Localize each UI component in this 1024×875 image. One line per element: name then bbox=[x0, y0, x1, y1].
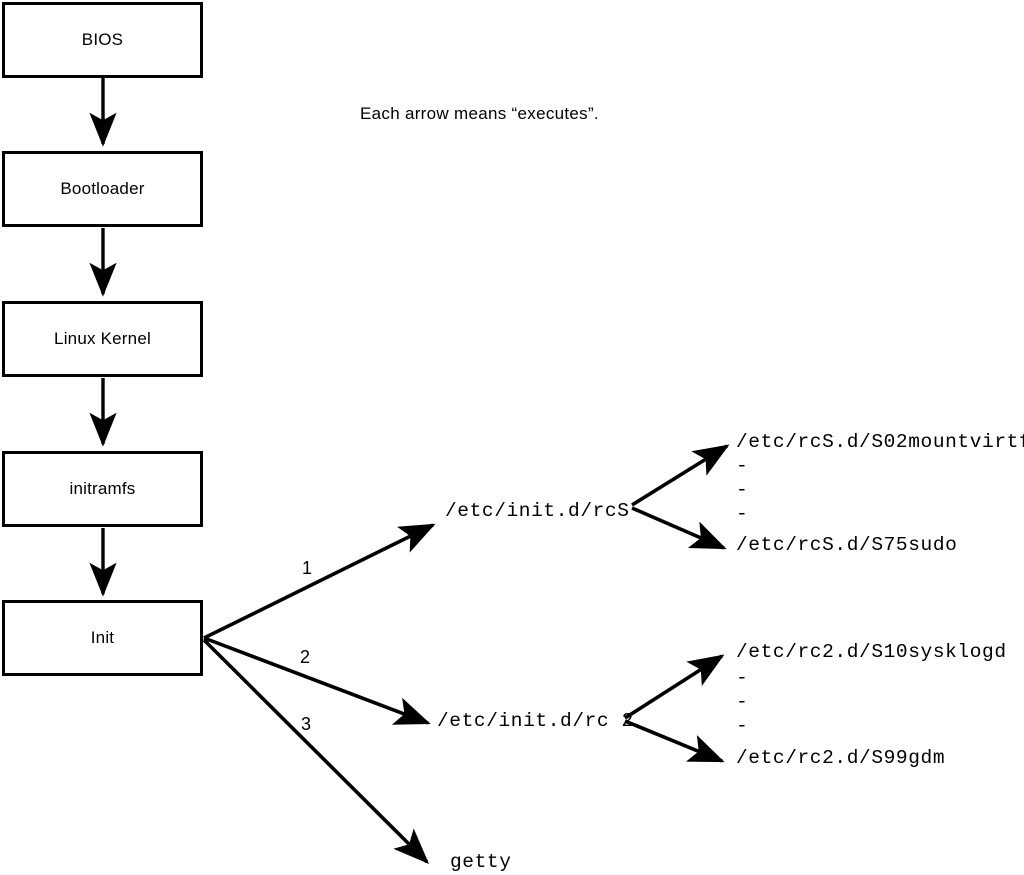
label-init-d-rc2[interactable]: /etc/init.d/rc 2 bbox=[437, 710, 634, 732]
label-rc2-last-script[interactable]: /etc/rc2.d/S99gdm bbox=[736, 747, 946, 769]
arrow-rc2-to-first-script bbox=[624, 654, 725, 720]
branch-number-1: 1 bbox=[302, 558, 313, 578]
label-rcs-first-script[interactable]: /etc/rcS.d/S02mountvirtfs bbox=[736, 431, 1024, 453]
rc2-ellipsis-dash-1: - bbox=[736, 667, 748, 689]
rc2-ellipsis-dash-3: - bbox=[736, 715, 748, 737]
arrow-init-to-rcs bbox=[203, 523, 436, 640]
box-init[interactable]: Init bbox=[2, 600, 203, 676]
box-linux-kernel-label: Linux Kernel bbox=[54, 329, 151, 348]
box-bootloader-label: Bootloader bbox=[60, 179, 145, 198]
arrow-init-to-getty bbox=[202, 638, 430, 865]
label-rc2-first-script[interactable]: /etc/rc2.d/S10sysklogd bbox=[736, 641, 1007, 663]
box-init-label: Init bbox=[90, 628, 115, 647]
box-bios[interactable]: BIOS bbox=[2, 2, 203, 78]
branch-number-3: 3 bbox=[301, 714, 312, 734]
arrow-rcs-to-first-script bbox=[631, 444, 730, 507]
box-linux-kernel[interactable]: Linux Kernel bbox=[2, 301, 203, 377]
branch-number-2: 2 bbox=[300, 647, 311, 667]
box-initramfs-label: initramfs bbox=[69, 479, 136, 498]
label-rcs-last-script[interactable]: /etc/rcS.d/S75sudo bbox=[736, 534, 958, 556]
rcs-ellipsis-dash-2: - bbox=[736, 479, 748, 501]
legend-note: Each arrow means “executes”. bbox=[360, 104, 599, 123]
arrow-rcs-to-last-script bbox=[631, 506, 727, 550]
rcs-ellipsis-dash-1: - bbox=[736, 455, 748, 477]
rcs-ellipsis-dash-3: - bbox=[736, 503, 748, 525]
box-bootloader[interactable]: Bootloader bbox=[2, 151, 203, 227]
label-getty[interactable]: getty bbox=[450, 851, 512, 873]
arrow-rc2-to-last-script bbox=[624, 719, 725, 763]
box-bios-label: BIOS bbox=[81, 30, 124, 49]
arrow-init-to-rc2 bbox=[203, 636, 431, 725]
rc2-ellipsis-dash-2: - bbox=[736, 691, 748, 713]
label-init-d-rcs[interactable]: /etc/init.d/rcS bbox=[445, 500, 630, 522]
box-initramfs[interactable]: initramfs bbox=[2, 451, 203, 527]
